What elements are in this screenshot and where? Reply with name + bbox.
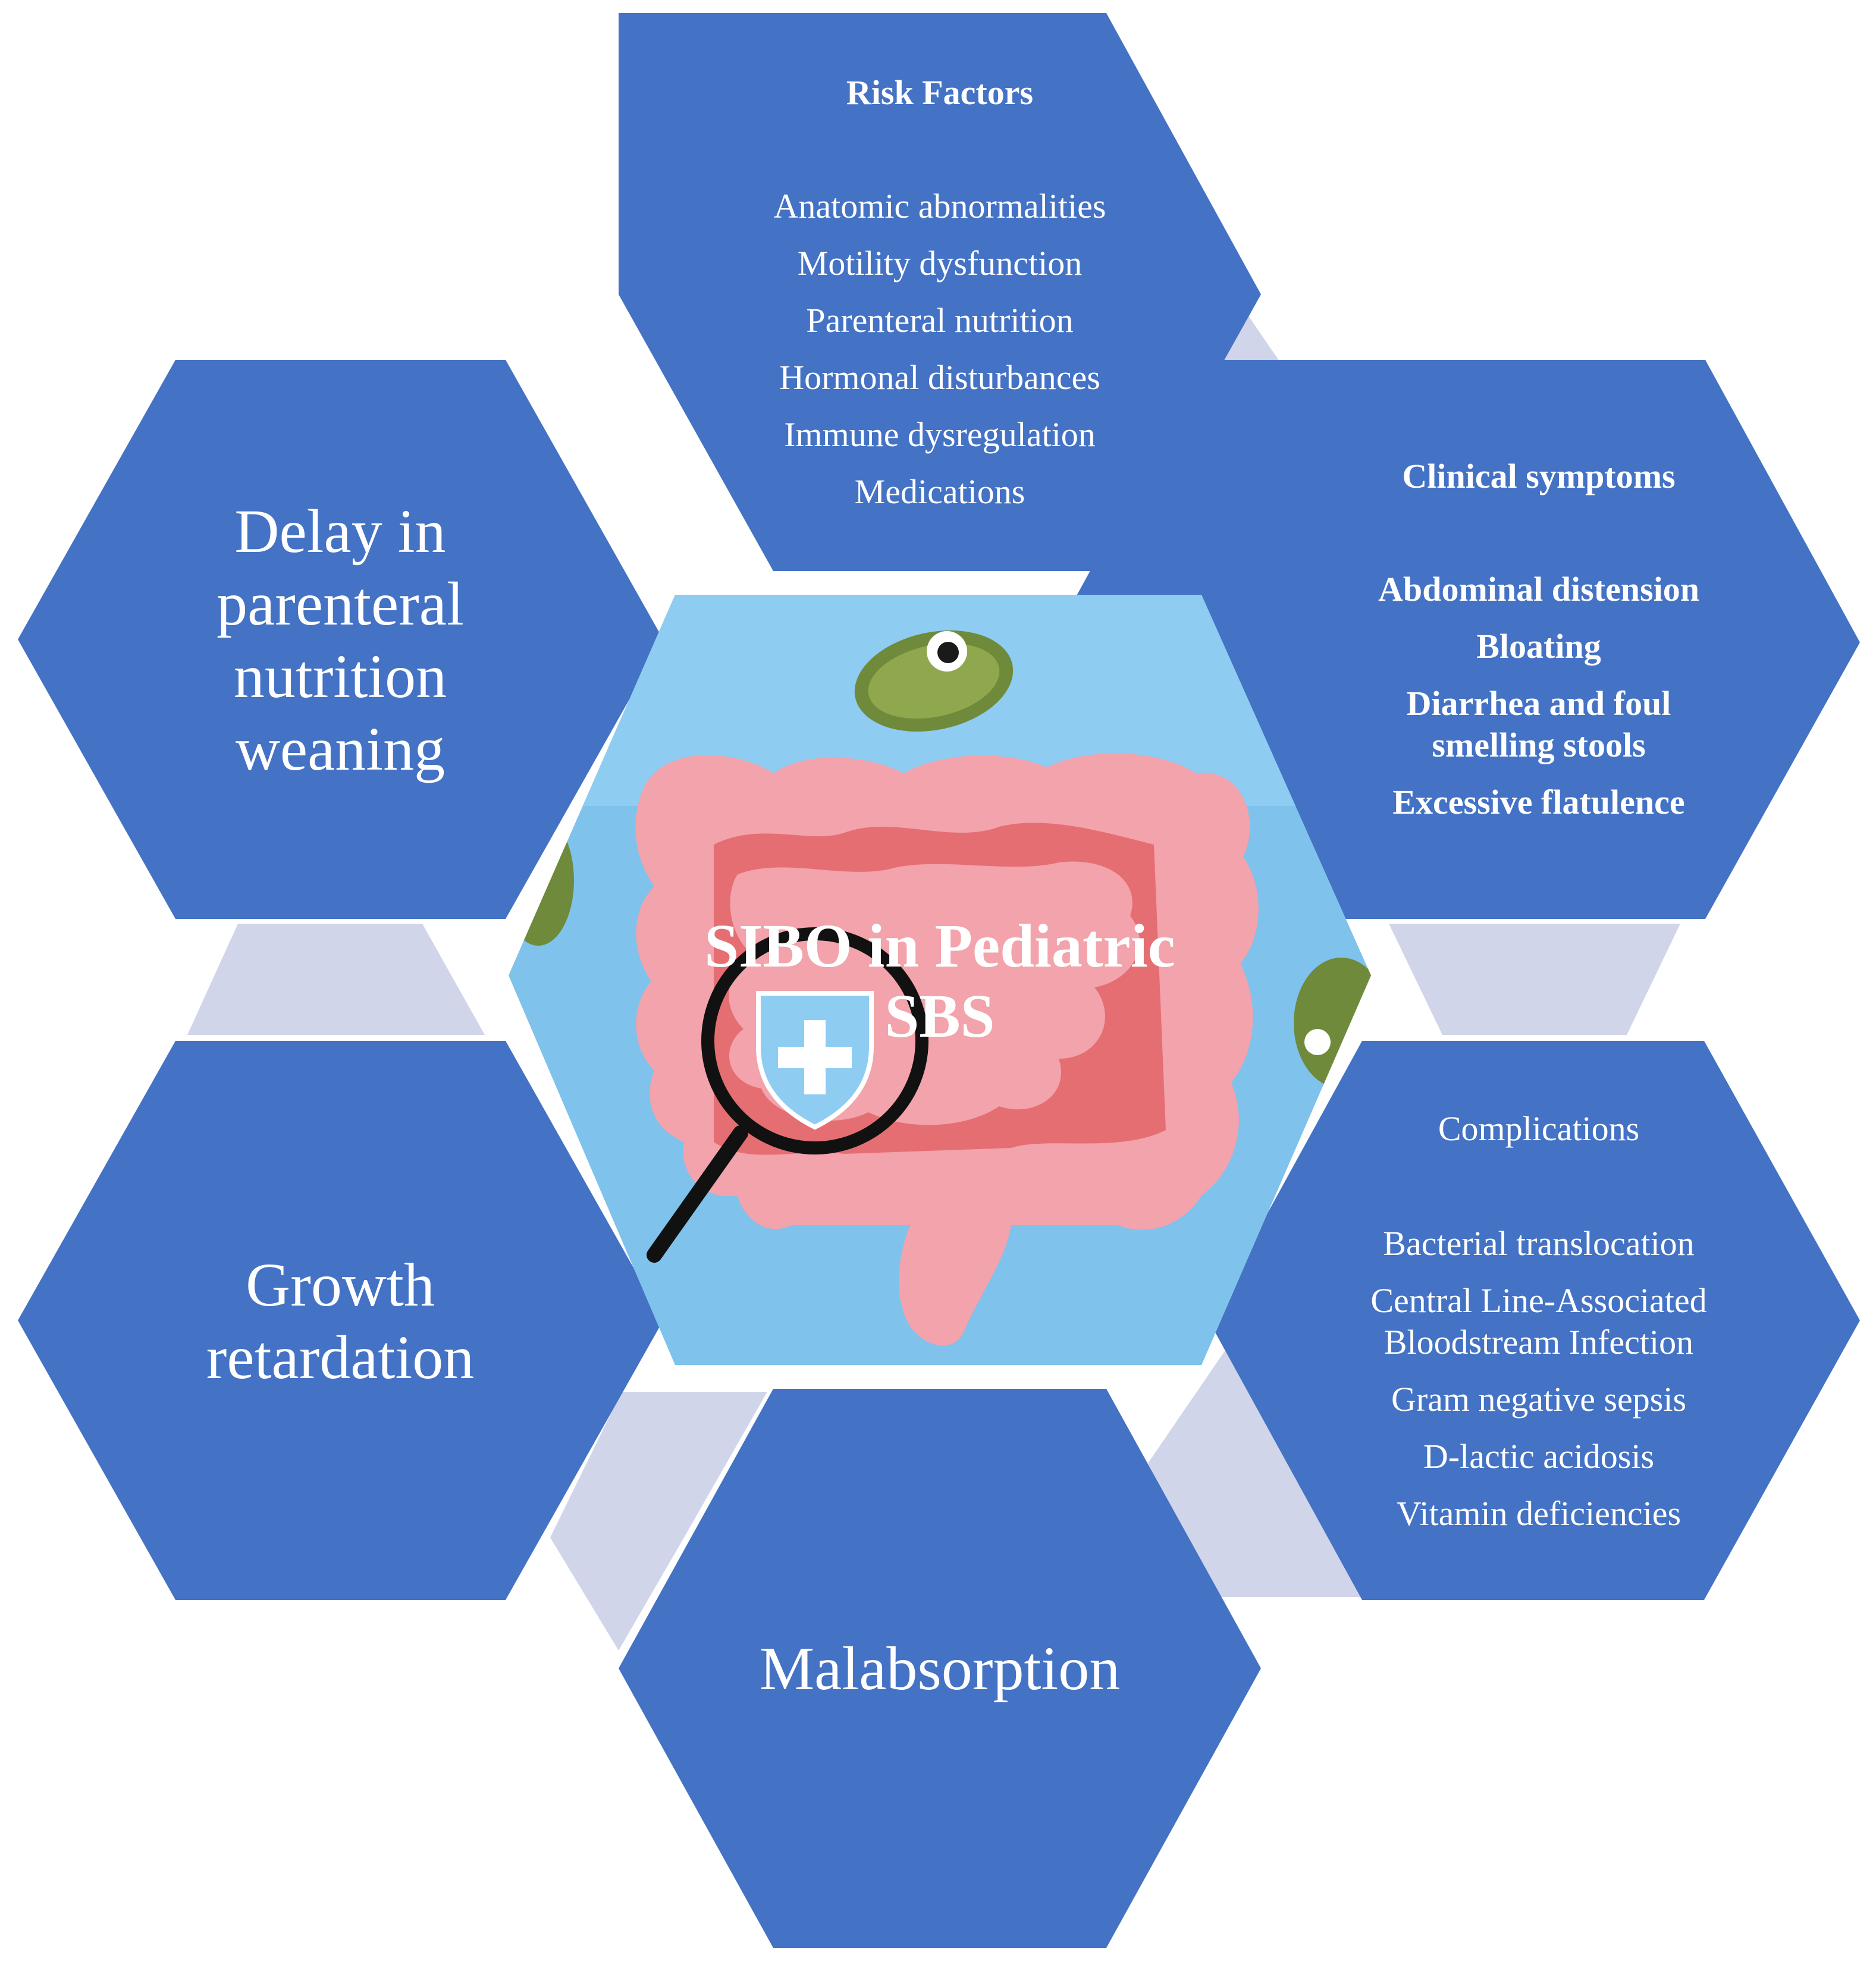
- complication-item: D-lactic acidosis: [1423, 1437, 1654, 1476]
- connector-left: [187, 924, 485, 1035]
- risk-factor-item: Hormonal disturbances: [779, 358, 1100, 397]
- pn-weaning-delay-label: weaning: [236, 715, 445, 783]
- complication-item: Bloodstream Infection: [1384, 1323, 1693, 1361]
- risk-factors-title: Risk Factors: [846, 73, 1033, 112]
- complication-item: Central Line-Associated: [1370, 1281, 1706, 1320]
- shield-plus-icon: [756, 991, 874, 1130]
- pn-weaning-delay-label: Delay in: [234, 497, 446, 566]
- risk-factor-item: Anatomic abnormalities: [774, 187, 1106, 225]
- risk-factor-item: Motility dysfunction: [798, 244, 1083, 283]
- complication-item: Bacterial translocation: [1383, 1224, 1694, 1263]
- clinical-symptom-item: Excessive flatulence: [1392, 783, 1684, 821]
- clinical-symptom-item: Abdominal distension: [1378, 570, 1699, 608]
- pn-weaning-delay-label: nutrition: [234, 642, 447, 711]
- magnifier-icon: [647, 927, 928, 1263]
- hexagon-growth-retardation: [18, 1041, 663, 1600]
- hexagon-malabsorption: [619, 1389, 1261, 1948]
- risk-factor-item: Medications: [855, 472, 1025, 511]
- complication-item: Vitamin deficiencies: [1397, 1494, 1681, 1533]
- risk-factor-item: Immune dysregulation: [784, 415, 1096, 454]
- connector-bottom-right: [1148, 1350, 1362, 1597]
- hexagon-complications: [1209, 1041, 1860, 1600]
- hexagon-risk-factors: [619, 13, 1261, 571]
- clinical-symptom-item: Bloating: [1476, 627, 1601, 666]
- hexagon-pn-weaning-delay: [18, 360, 663, 919]
- risk-factor-item: Parenteral nutrition: [806, 301, 1073, 340]
- clinical-symptoms-title: Clinical symptoms: [1402, 457, 1675, 495]
- growth-retardation-label: Growth: [246, 1251, 435, 1319]
- malabsorption-label: Malabsorption: [760, 1634, 1121, 1703]
- connector-bottom-left: [550, 1392, 767, 1651]
- center-title: SIBO in Pediatric: [704, 912, 1175, 980]
- growth-retardation-label: retardation: [206, 1323, 474, 1392]
- complication-item: Gram negative sepsis: [1391, 1380, 1686, 1419]
- clinical-symptom-item: Diarrhea and foul: [1407, 684, 1671, 723]
- center-title: SBS: [884, 982, 995, 1050]
- complications-title: Complications: [1438, 1109, 1639, 1148]
- pn-weaning-delay-label: parenteral: [217, 570, 464, 638]
- connector-right: [1389, 924, 1680, 1035]
- clinical-symptom-item: smelling stools: [1432, 726, 1645, 764]
